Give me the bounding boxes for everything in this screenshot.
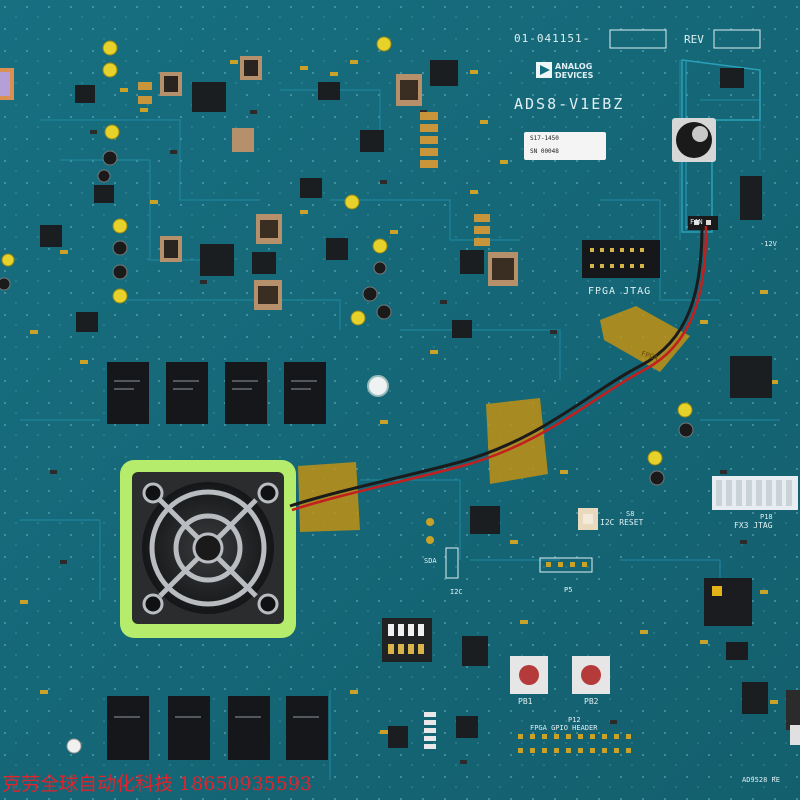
i2c-reset-button: [578, 508, 598, 530]
p18-label: P18: [760, 513, 773, 521]
fan-label: FAN: [690, 218, 703, 226]
fpga-jtag-header: [582, 240, 660, 278]
small-ics: [40, 60, 772, 748]
p5-label: P5: [564, 586, 573, 594]
minus12v-label: -12V: [760, 240, 777, 248]
p5-pins: [539, 557, 593, 573]
p12-label: P12: [568, 716, 581, 724]
sda-label: SDA: [424, 557, 437, 565]
brand-line-1: ANALOG: [555, 62, 593, 71]
brand-line-2: DEVICES: [555, 71, 594, 80]
passives-dark: [50, 110, 747, 764]
i2c-reset-label: I2C RESET: [600, 518, 644, 527]
push-button-pb1: [510, 656, 548, 694]
fx3-chip: [704, 578, 752, 626]
sticker-line-1: S17-1450: [530, 135, 559, 142]
mounting-hole: [367, 375, 389, 397]
ad9528-label: AD9528 RE: [742, 776, 780, 784]
s8-label: S8: [626, 510, 635, 518]
rev-label: REV: [684, 33, 704, 46]
inductors: [160, 56, 518, 310]
memory-row-top: [107, 362, 326, 424]
i2c-label: I2C: [450, 588, 463, 596]
sticker-line-2: SN 00048: [530, 148, 559, 155]
gpio-header: [518, 734, 631, 753]
led-column: [424, 712, 436, 749]
gpio-header-label: FPGA GPIO HEADER: [530, 724, 598, 732]
part-number: 01-041151-: [514, 32, 591, 45]
pb2-label: PB2: [584, 697, 599, 706]
push-button-pb2: [572, 656, 610, 694]
serial-sticker: [524, 132, 606, 160]
fan-wire: [289, 225, 708, 512]
cooling-fan: [120, 460, 296, 638]
capacitor-bank: [138, 82, 490, 246]
fx3-jtag-label: FX3 JTAG: [734, 521, 773, 530]
pb1-label: PB1: [518, 697, 533, 706]
fx3-jtag-header: [712, 476, 798, 510]
analog-devices-logo: [536, 62, 552, 78]
fpga-jtag-label: FPGA JTAG: [588, 286, 652, 297]
electrolytic-capacitor: [672, 118, 716, 162]
passives: [20, 60, 778, 734]
watermark-text: 克劳全球自动化科技 18650935593: [2, 773, 313, 795]
memory-row-bottom: [107, 696, 328, 760]
board-name: ADS8-V1EBZ: [514, 95, 625, 113]
dip-switch: [382, 618, 432, 662]
test-points: [0, 36, 694, 754]
